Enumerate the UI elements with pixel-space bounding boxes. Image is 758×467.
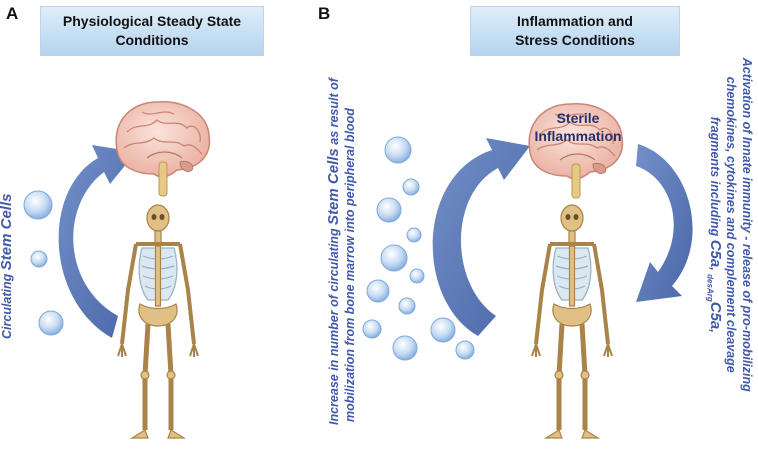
- sterile-label-line2: Inflammation: [534, 128, 622, 144]
- innate-end: ,: [707, 329, 722, 333]
- brain-icon: [115, 101, 211, 197]
- mobilization-line2: mobilization from bone marrow into perip…: [343, 108, 357, 422]
- stem-cell-icon: [402, 178, 420, 196]
- stem-cell-icon: [392, 335, 418, 361]
- panel-a-title-line1: Physiological Steady State: [62, 13, 242, 29]
- panel-a-letter: A: [6, 4, 19, 23]
- stem-cell-icon: [398, 297, 416, 315]
- stem-cell-icon: [23, 190, 53, 220]
- panel-b-title: Inflammation and Stress Conditions: [470, 6, 680, 56]
- circulating-text: Circulating: [0, 270, 14, 339]
- panel-b-title-line2: Stress Conditions: [515, 32, 635, 48]
- stem-cell-icon: [380, 244, 408, 272]
- stem-cells-text: Stem Cells: [0, 193, 15, 271]
- sterile-inflammation-label: Sterile Inflammation: [526, 109, 630, 145]
- stem-cell-icon: [376, 197, 402, 223]
- stem-cell-icon: [366, 279, 390, 303]
- stem-cell-icon: [30, 250, 48, 268]
- innate-line3-pre: fragments including: [707, 116, 722, 240]
- desarg-subscript: desArg: [705, 274, 715, 302]
- panel-b-letter: B: [318, 4, 331, 23]
- innate-line1: Activation of Innate immunity - release …: [739, 57, 754, 392]
- c5a-text: C5a: [706, 239, 724, 268]
- curved-arrow-icon: [432, 138, 530, 336]
- mobilization-line1-pre: Increase in number of circulating: [327, 224, 341, 425]
- stem-cell-icon: [38, 310, 64, 336]
- innate-line2: chemokines, cytokines and complement cle…: [723, 76, 738, 373]
- stem-cell-icon: [409, 268, 425, 284]
- panel-b-title-line1: Inflammation and: [517, 13, 633, 29]
- skeleton-icon: [532, 205, 612, 438]
- stem-cell-icon: [362, 319, 382, 339]
- sterile-label-line1: Sterile: [556, 110, 600, 126]
- panel-a-title-line2: Conditions: [115, 32, 189, 48]
- curved-arrow-icon: [636, 144, 693, 302]
- curved-arrow-icon: [58, 145, 136, 338]
- panel-a-title: Physiological Steady State Conditions: [40, 6, 264, 56]
- stem-cell-icon: [406, 227, 422, 243]
- stem-cell-icon: [430, 317, 456, 343]
- stem-cell-icon: [455, 340, 475, 360]
- desarg-c5a-text: C5a: [706, 301, 724, 330]
- stem-cell-icon: [384, 136, 412, 164]
- mobilization-line1-post: as result of: [327, 78, 341, 149]
- skeleton-icon: [118, 205, 198, 438]
- mobilization-stem-cells: Stem Cells: [325, 148, 342, 225]
